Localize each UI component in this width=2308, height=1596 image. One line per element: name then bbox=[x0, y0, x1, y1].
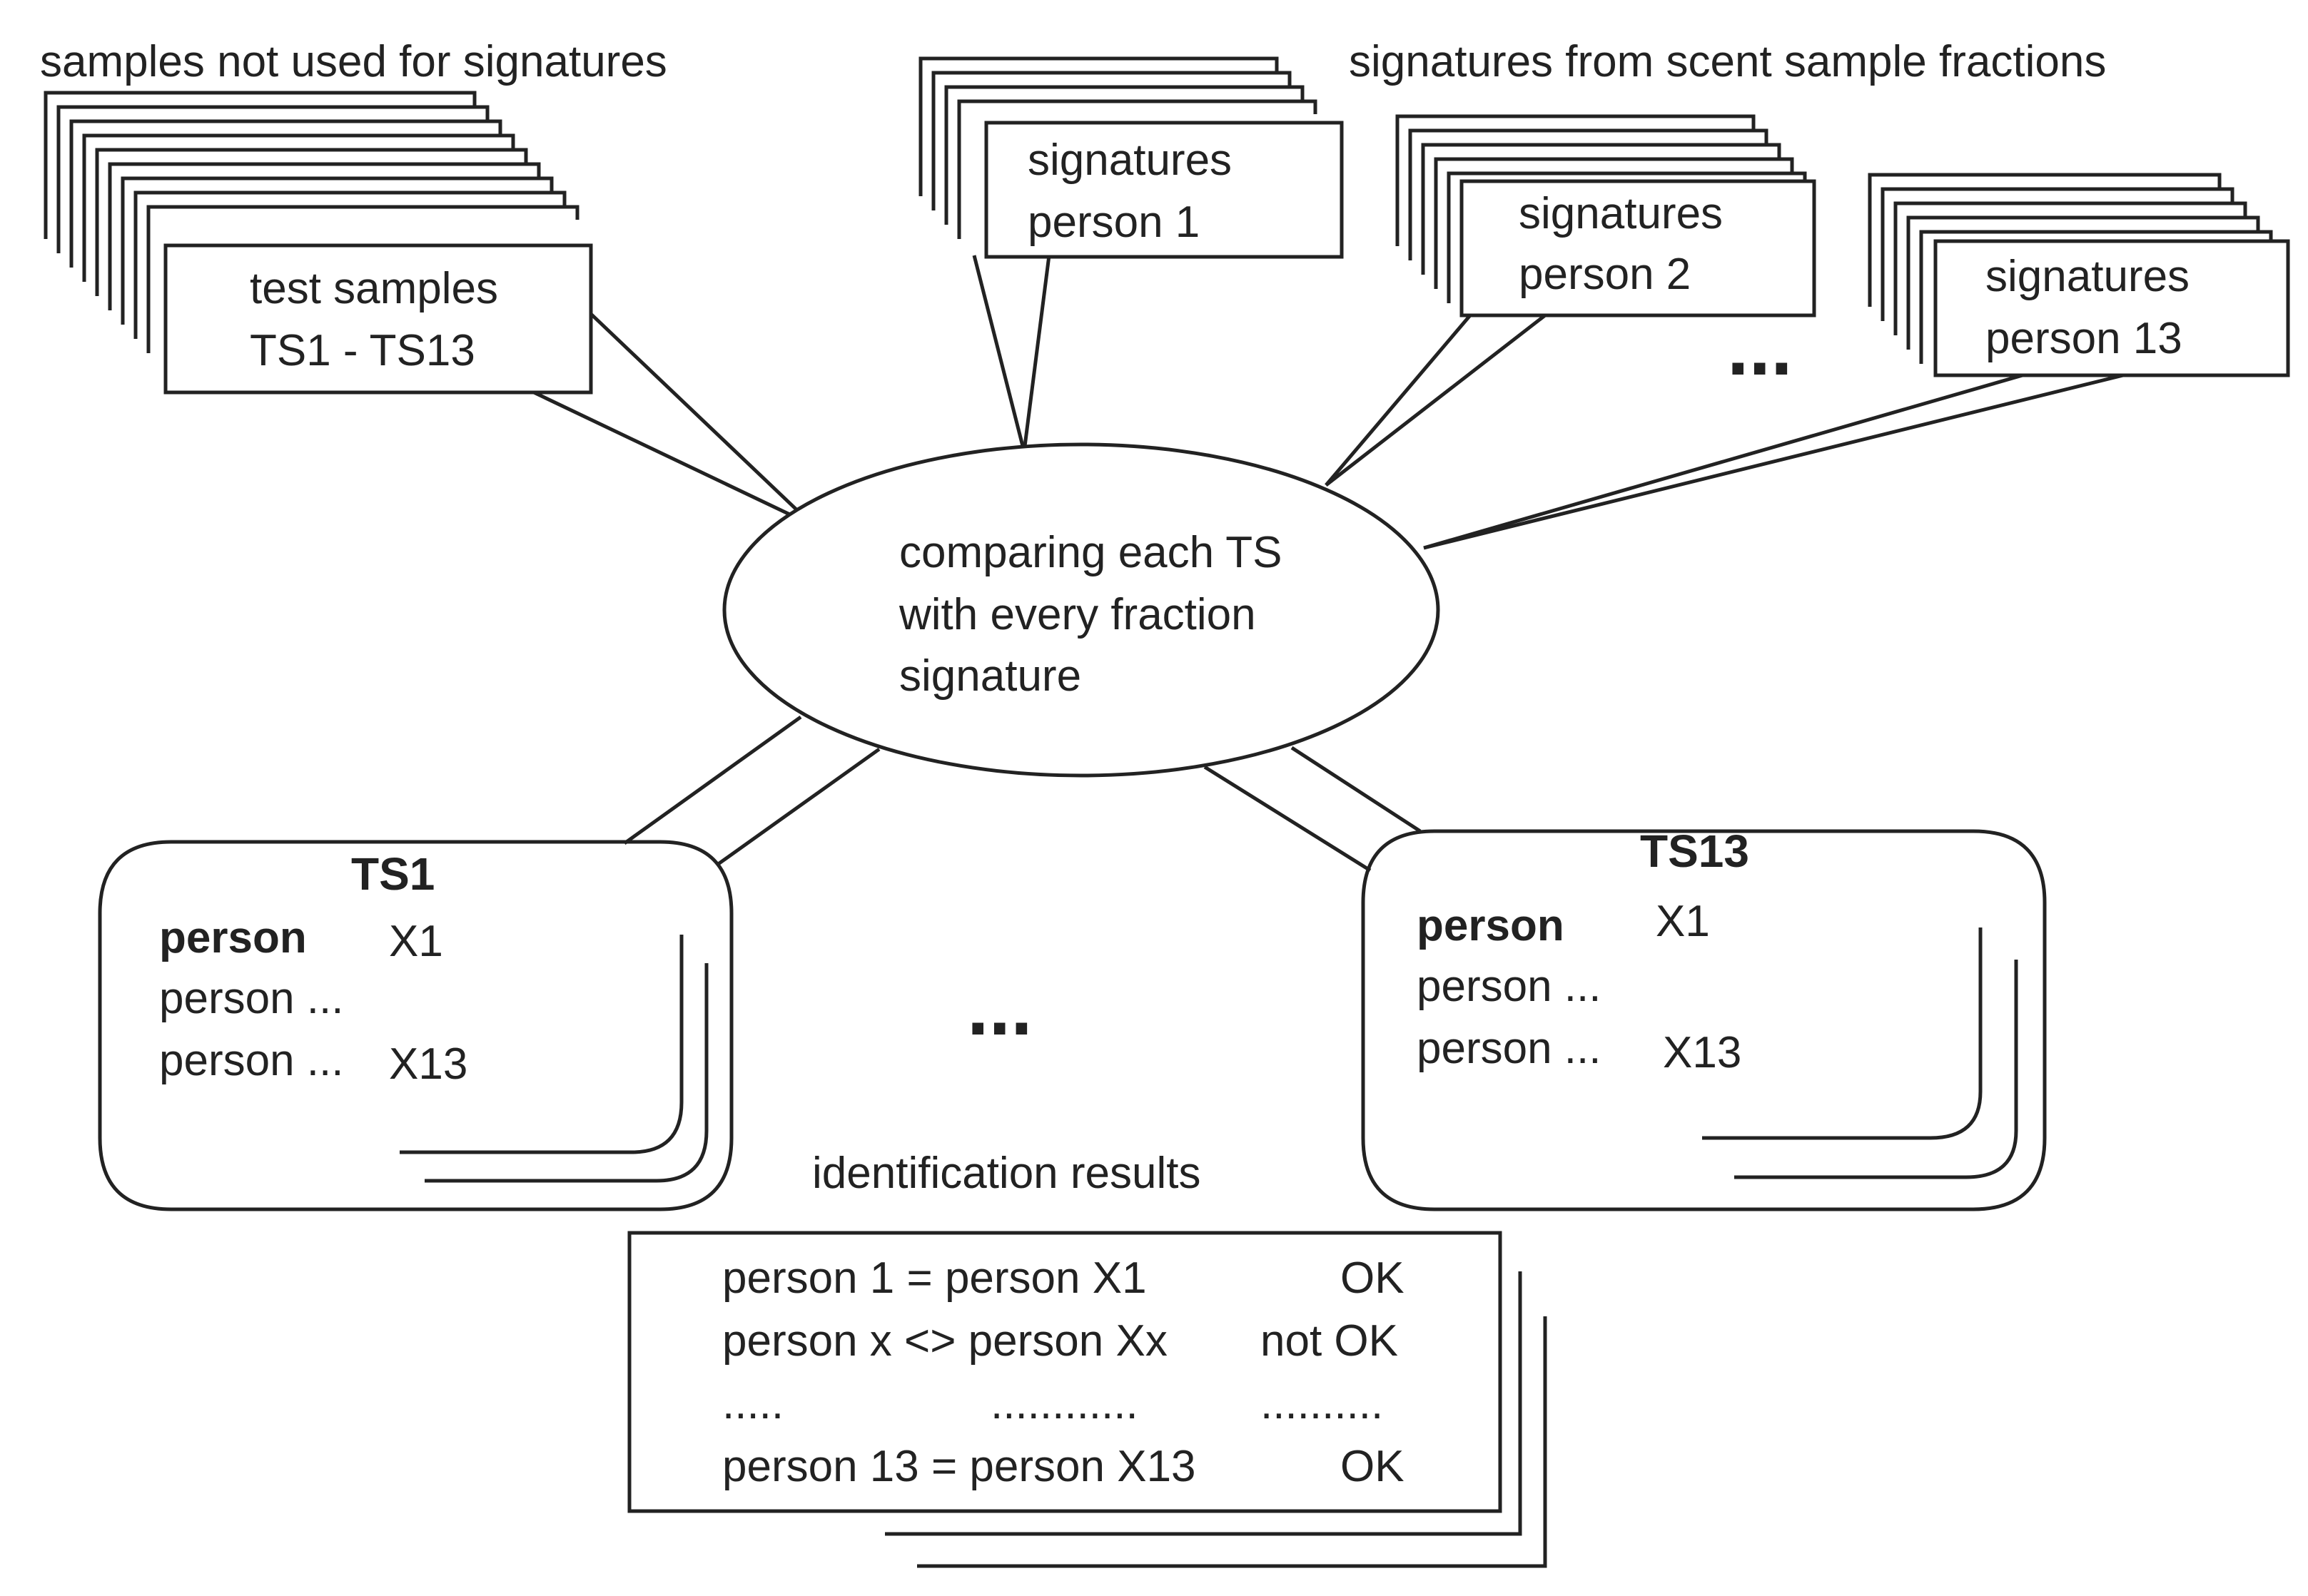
stack-sheet bbox=[944, 85, 1305, 225]
card-shadow-curve bbox=[1734, 960, 2018, 1179]
stack-sheet bbox=[44, 91, 477, 239]
connector-line bbox=[1325, 314, 1547, 487]
signatures-person-1-line1: signatures bbox=[1028, 136, 1232, 185]
ts13-row2-person: person ... bbox=[1417, 962, 1601, 1011]
signatures-person-1-line2: person 1 bbox=[1028, 198, 1200, 247]
stack-sheet bbox=[133, 190, 567, 339]
ts13-row1-person: person bbox=[1417, 901, 1564, 950]
ts1-row1-person: person bbox=[159, 913, 307, 962]
ts1-row1-value: X1 bbox=[389, 917, 443, 966]
card-border bbox=[98, 840, 734, 1211]
stack-sheet bbox=[957, 99, 1317, 239]
input-connectors bbox=[532, 255, 2124, 550]
result-row-2-match: person x <> person Xx bbox=[722, 1316, 1168, 1366]
stack-sheet bbox=[82, 133, 515, 282]
connector-line bbox=[716, 747, 881, 867]
signatures-person-2-line1: signatures bbox=[1519, 189, 1723, 238]
fraction-signatures-caption: signatures from scent sample fractions bbox=[1349, 37, 2106, 86]
result-row-3-mid: ............ bbox=[991, 1379, 1138, 1428]
signatures-person-13-box bbox=[1933, 239, 2290, 377]
card-shadow-curve bbox=[1702, 927, 1983, 1140]
stack-sheet bbox=[1395, 114, 1756, 246]
result-row-1-status: OK bbox=[1340, 1254, 1404, 1303]
ts13-card bbox=[1361, 829, 2047, 1211]
signatures-person-13-line1: signatures bbox=[1985, 252, 2190, 301]
results-box-shadow bbox=[917, 1316, 1547, 1568]
signatures-person-13-line2: person 13 bbox=[1985, 314, 2182, 363]
stack-sheet bbox=[1906, 215, 2260, 350]
ts1-card-title: TS1 bbox=[351, 848, 435, 900]
ts1-row3-value: X13 bbox=[389, 1040, 467, 1089]
stack-sheet bbox=[1881, 187, 2234, 321]
ts13-card-title: TS13 bbox=[1640, 825, 1749, 877]
more-signatures-ellipsis: ... bbox=[1727, 304, 1793, 392]
connector-line bbox=[532, 390, 797, 519]
results-box-group bbox=[627, 1231, 1547, 1568]
card-shadow-curve bbox=[400, 935, 684, 1154]
signatures-person-2-line2: person 2 bbox=[1519, 250, 1691, 299]
result-row-1-match: person 1 = person X1 bbox=[722, 1254, 1147, 1303]
stack-sheet bbox=[931, 71, 1292, 210]
result-row-4-match: person 13 = person X13 bbox=[722, 1442, 1196, 1491]
connector-line bbox=[1022, 255, 1051, 452]
test-samples-line2: TS1 - TS13 bbox=[250, 326, 475, 375]
connector-line bbox=[1290, 746, 1422, 833]
connector-line bbox=[972, 255, 1026, 452]
test-samples-stack bbox=[44, 91, 593, 395]
stack-sheet bbox=[1893, 201, 2247, 335]
more-results-ellipsis: ... bbox=[967, 964, 1033, 1052]
result-row-4-status: OK bbox=[1340, 1442, 1404, 1491]
identification-results-caption: identification results bbox=[812, 1149, 1201, 1198]
results-box bbox=[627, 1231, 1502, 1513]
card-shadow-curve bbox=[425, 963, 709, 1183]
connector-line bbox=[623, 715, 802, 845]
stack-sheet bbox=[108, 162, 541, 310]
labels: samples not used for signatures signatur… bbox=[40, 37, 2190, 1491]
ts1-card bbox=[98, 840, 734, 1211]
signatures-person-13-stack bbox=[1868, 173, 2290, 377]
connector-line bbox=[1423, 373, 2124, 550]
ts13-row1-value: X1 bbox=[1656, 897, 1710, 946]
stack-sheet bbox=[918, 56, 1279, 196]
signatures-person-2-box bbox=[1459, 179, 1816, 317]
connector-line bbox=[1325, 314, 1472, 487]
output-connectors bbox=[623, 715, 1422, 873]
unused-samples-caption: samples not used for signatures bbox=[40, 37, 667, 86]
stack-sheet bbox=[69, 119, 502, 268]
ts1-row2-person: person ... bbox=[159, 974, 343, 1023]
result-row-3-status: .......... bbox=[1260, 1379, 1383, 1428]
comparison-line2: with every fraction bbox=[899, 590, 1256, 639]
comparison-line1: comparing each TS bbox=[899, 528, 1282, 577]
ts13-row3-value: X13 bbox=[1663, 1028, 1741, 1077]
stack-sheet bbox=[121, 176, 554, 325]
stack-sheet bbox=[1421, 143, 1781, 275]
stack-sheet bbox=[146, 205, 579, 353]
comparison-line3: signature bbox=[899, 651, 1081, 701]
stack-sheet bbox=[1919, 230, 2273, 364]
test-samples-line1: test samples bbox=[250, 264, 498, 313]
stack-sheet bbox=[1868, 173, 2222, 307]
results-box-shadow bbox=[885, 1271, 1522, 1536]
connector-line bbox=[1423, 373, 2023, 550]
ts1-row3-person: person ... bbox=[159, 1036, 343, 1085]
stack-sheet bbox=[1408, 128, 1768, 260]
stack-sheet bbox=[95, 148, 528, 296]
signatures-person-2-stack bbox=[1395, 114, 1816, 317]
connector-line bbox=[589, 312, 801, 514]
card-border bbox=[1361, 829, 2047, 1211]
signatures-person-1-box bbox=[984, 121, 1344, 259]
ts13-row3-person: person ... bbox=[1417, 1024, 1601, 1073]
test-samples-box bbox=[163, 243, 593, 395]
signatures-person-1-stack bbox=[918, 56, 1344, 259]
result-row-2-status: not OK bbox=[1260, 1316, 1398, 1366]
comparison-ellipse bbox=[722, 442, 1440, 778]
stack-sheet bbox=[56, 105, 490, 253]
stack-sheet bbox=[1434, 157, 1794, 289]
result-row-3-match: ..... bbox=[722, 1379, 784, 1428]
connector-line bbox=[1203, 765, 1372, 873]
